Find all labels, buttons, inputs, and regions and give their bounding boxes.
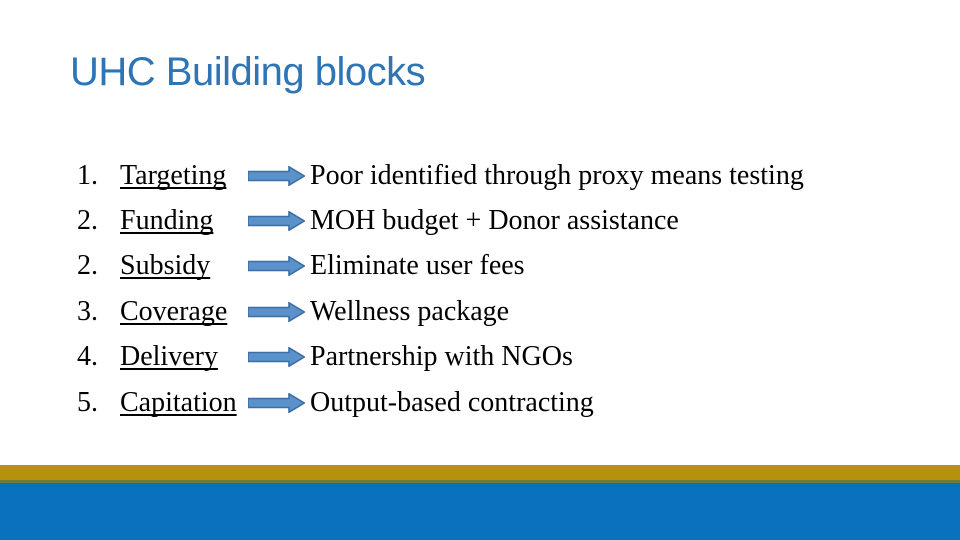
right-arrow-icon — [248, 165, 305, 186]
right-arrow-icon — [248, 256, 305, 277]
list-item: 3. Coverage Wellness package — [0, 289, 960, 334]
item-term: Subsidy — [120, 250, 211, 282]
item-number: 3. — [77, 295, 98, 327]
item-term: Coverage — [120, 295, 228, 327]
item-term: Capitation — [120, 386, 237, 418]
right-arrow-icon — [248, 347, 305, 368]
item-description: Eliminate user fees — [310, 250, 525, 282]
item-term: Funding — [120, 205, 214, 237]
footer-seam-line — [0, 480, 960, 483]
building-blocks-list: 1. Targeting Poor identified through pro… — [0, 153, 960, 425]
right-arrow-icon — [248, 211, 305, 232]
item-number: 2. — [77, 205, 98, 237]
list-item: 1. Targeting Poor identified through pro… — [0, 153, 960, 198]
item-number: 2. — [77, 250, 98, 282]
item-description: Wellness package — [310, 295, 510, 327]
item-term: Delivery — [120, 341, 218, 373]
item-description: Poor identified through proxy means test… — [310, 159, 804, 191]
slide-title: UHC Building blocks — [70, 50, 426, 94]
list-item: 2. Funding MOH budget + Donor assistance — [0, 198, 960, 243]
footer-gold-bar — [0, 465, 960, 480]
list-item: 2. Subsidy Eliminate user fees — [0, 244, 960, 289]
item-number: 4. — [77, 341, 98, 373]
item-description: Partnership with NGOs — [310, 341, 573, 373]
item-description: Output-based contracting — [310, 386, 594, 418]
item-term: Targeting — [120, 159, 227, 191]
item-number: 1. — [77, 159, 98, 191]
item-description: MOH budget + Donor assistance — [310, 205, 679, 237]
list-item: 5. Capitation Output-based contracting — [0, 380, 960, 425]
item-number: 5. — [77, 386, 98, 418]
footer-blue-bar — [0, 483, 960, 540]
list-item: 4. Delivery Partnership with NGOs — [0, 335, 960, 380]
right-arrow-icon — [248, 392, 305, 413]
right-arrow-icon — [248, 301, 305, 322]
